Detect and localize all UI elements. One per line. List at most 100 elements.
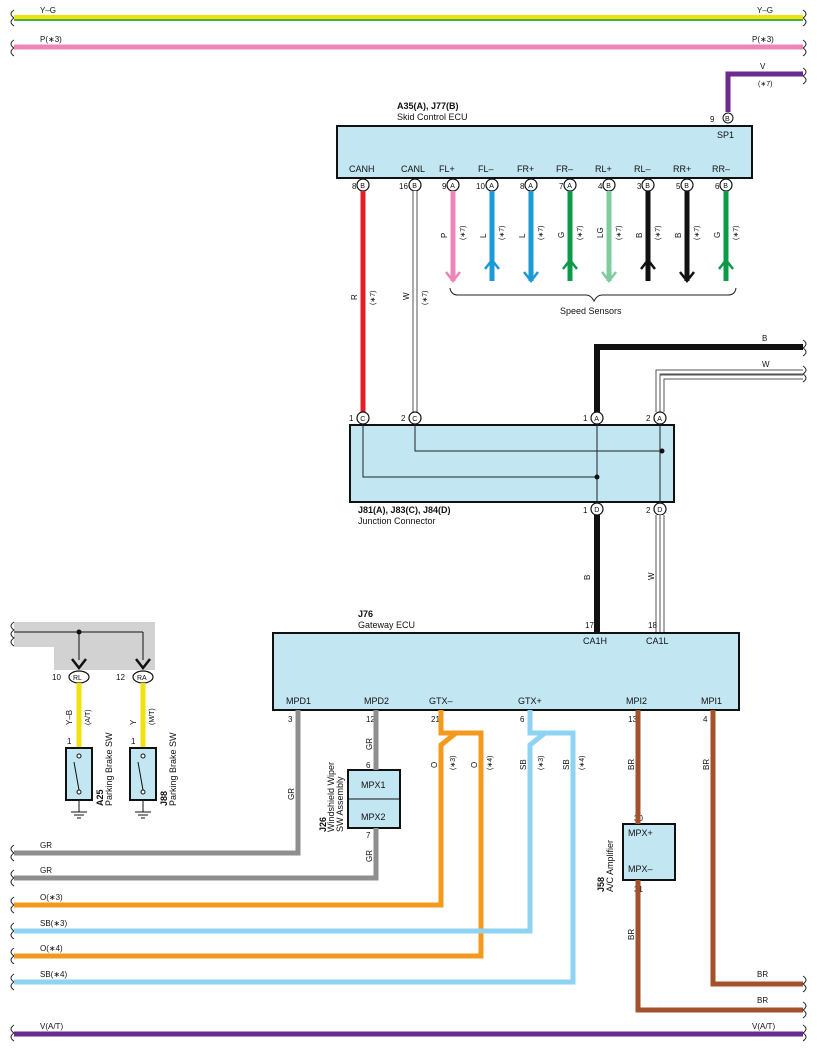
wire-note-sensor-5: (∗7) bbox=[577, 226, 584, 240]
bottom-wire-label-3: SB(∗3) bbox=[40, 919, 67, 928]
wire-note-o4: (∗4) bbox=[487, 756, 494, 770]
wire-note-sb4: (∗4) bbox=[579, 756, 586, 770]
skid-pin-number-2: 9 bbox=[442, 182, 447, 191]
top-bus-wires: Y–G Y–G P(∗3) P(∗3) V (∗7) bbox=[10, 6, 807, 112]
skid-pin-number-3: 10 bbox=[476, 182, 485, 191]
junction-box bbox=[349, 424, 675, 503]
junction-name: Junction Connector bbox=[358, 516, 436, 526]
skid-pin-0-letter: B bbox=[360, 183, 365, 190]
skid-pin-number-8: 5 bbox=[676, 182, 681, 191]
skid-ecu-id: A35(A), J77(B) bbox=[397, 101, 459, 111]
wire-w-right-2 bbox=[660, 375, 803, 412]
junction-top-pin-2-letter: A bbox=[594, 416, 599, 423]
parking-arrow-0 bbox=[71, 658, 87, 671]
skid-pin-label-1: CANL bbox=[401, 164, 425, 174]
skid-pin-label-0: CANH bbox=[349, 164, 375, 174]
gateway-bottom-pin-label-0: MPD1 bbox=[286, 696, 311, 706]
wiper-name-2: SW Assembly bbox=[335, 776, 345, 832]
ac-amp-mpx-plus: MPX+ bbox=[628, 828, 653, 838]
wire-label-v-right: V(A/T) bbox=[752, 1022, 775, 1031]
junction-node-1 bbox=[594, 474, 600, 480]
wire-label-junction-b: B bbox=[583, 575, 592, 580]
wire-label-gtx-minus-4: O bbox=[470, 762, 479, 768]
wire-label-br-2: BR bbox=[757, 996, 768, 1005]
wire-note-v: (∗7) bbox=[758, 81, 772, 88]
parking-pin-1: 1 bbox=[131, 737, 136, 746]
wire-mpi1-br bbox=[710, 710, 803, 987]
junction-id: J81(A), J83(C), J84(D) bbox=[358, 505, 451, 515]
skid-pin-5-letter: A bbox=[567, 183, 572, 190]
arrow-sensor-2 bbox=[445, 271, 461, 284]
junction-internal-canh bbox=[362, 424, 597, 478]
gateway-id: J76 bbox=[358, 609, 373, 619]
ac-amplifier: MPX+ MPX– 30 31 J58 A/C Amplifier bbox=[596, 814, 676, 894]
wiper-pin-bottom: 7 bbox=[366, 831, 371, 840]
wire-b-right bbox=[594, 344, 803, 412]
parking-conn-letter-0: RL bbox=[73, 675, 82, 682]
arrow-sensor-7 bbox=[640, 257, 656, 270]
wire-mpi2-br-bottom bbox=[635, 880, 803, 1013]
wire-label-sensor-5: G bbox=[557, 232, 566, 238]
wire-mpd1-gr bbox=[14, 710, 301, 856]
junction-top-pin-3-letter: A bbox=[657, 416, 662, 423]
parking-switch-blade-0 bbox=[73, 761, 80, 791]
junction-top-pin-number-1: 2 bbox=[401, 414, 406, 423]
junction-internal-canl bbox=[414, 424, 662, 452]
gateway-ecu: J76 Gateway ECU 17CA1H18CA1LMPD13MPD212G… bbox=[272, 609, 740, 724]
parking-arrow-1 bbox=[135, 658, 151, 671]
wire-note-canh: (∗7) bbox=[370, 291, 377, 305]
wire-label-canl: W bbox=[402, 292, 411, 300]
wire-label-canh: R bbox=[350, 294, 359, 300]
skid-pin-label-2: FL+ bbox=[439, 164, 455, 174]
skid-pin-number-4: 8 bbox=[520, 182, 525, 191]
wire-label-junction-w: W bbox=[647, 572, 656, 580]
wire-note-sensor-9: (∗7) bbox=[733, 226, 740, 240]
wire-gtx-minus-o3 bbox=[14, 710, 464, 908]
bottom-wire-label-4: O(∗4) bbox=[40, 944, 63, 953]
wire-label-yg-right: Y–G bbox=[757, 6, 773, 15]
junction-top-pin-number-2: 1 bbox=[583, 414, 588, 423]
wire-label-mpd2-bottom: GR bbox=[365, 850, 374, 862]
wire-note-sensor-6: (∗7) bbox=[616, 226, 623, 240]
wire-note-sensor-7: (∗7) bbox=[655, 226, 662, 240]
wire-label-gtx-plus-4: SB bbox=[562, 759, 571, 770]
parking-pin-0: 1 bbox=[67, 737, 72, 746]
gateway-bottom-pin-label-2: GTX– bbox=[429, 696, 453, 706]
skid-pin-6-letter: B bbox=[606, 183, 611, 190]
parking-id-1: J88 bbox=[159, 791, 169, 806]
wire-label-sensor-3: L bbox=[479, 233, 488, 238]
gateway-bottom-pin-number-0: 3 bbox=[288, 715, 293, 724]
wiper-mpx2: MPX2 bbox=[361, 812, 386, 822]
wire-label-gtx-minus-3: O bbox=[430, 762, 439, 768]
wire-label-gtx-plus-3: SB bbox=[519, 759, 528, 770]
gateway-name: Gateway ECU bbox=[358, 620, 415, 630]
gateway-bottom-pin-number-4: 13 bbox=[628, 715, 637, 724]
parking-switch-blade-1 bbox=[137, 761, 144, 791]
skid-pin-label-8: RR+ bbox=[673, 164, 691, 174]
wire-note-sensor-3: (∗7) bbox=[499, 226, 506, 240]
skid-pin-number-7: 3 bbox=[637, 182, 642, 191]
arrow-sensor-6 bbox=[601, 271, 617, 284]
ac-amp-id: J58 bbox=[596, 877, 606, 892]
bottom-wire-break-5 bbox=[10, 973, 15, 991]
wire-label-br-1: BR bbox=[757, 970, 768, 979]
parking-id-0: A25 bbox=[95, 789, 105, 806]
gateway-bottom-pin-number-2: 21 bbox=[431, 715, 440, 724]
bottom-wire-label-2: O(∗3) bbox=[40, 893, 63, 902]
wire-gtx-minus-o4 bbox=[14, 730, 484, 959]
wire-label-sensor-4: L bbox=[518, 233, 527, 238]
wire-label-yg-left: Y–G bbox=[40, 6, 56, 15]
junction-top-pin-number-0: 1 bbox=[349, 414, 354, 423]
bottom-wire-break-2 bbox=[10, 896, 15, 914]
sp1-connector: B bbox=[725, 116, 730, 123]
ac-amp-name: A/C Amplifier bbox=[605, 840, 615, 892]
skid-pin-number-9: 6 bbox=[715, 182, 720, 191]
gateway-bottom-pin-label-5: MPI1 bbox=[701, 696, 722, 706]
junction-top-pin-0-letter: C bbox=[360, 416, 365, 423]
wire-note-o3: (∗3) bbox=[450, 756, 457, 770]
skid-pin-1-letter: B bbox=[412, 183, 417, 190]
wire-label-mpi2: BR bbox=[627, 759, 636, 770]
skid-pin-4-letter: A bbox=[528, 183, 533, 190]
wire-note-canl: (∗7) bbox=[422, 291, 429, 305]
